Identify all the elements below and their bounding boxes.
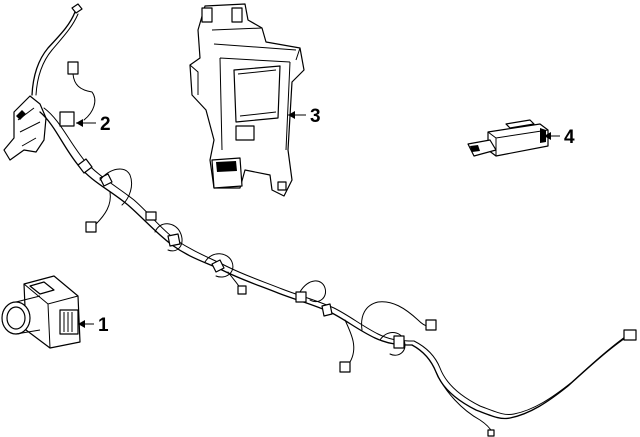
wiring-harness	[3, 3, 637, 437]
sensor	[1, 275, 81, 349]
callout-4: 4	[544, 127, 575, 148]
callout-label-4: 4	[564, 127, 575, 148]
callout-label-1: 1	[98, 315, 109, 336]
callout-label-2: 2	[100, 114, 111, 135]
bracket	[189, 3, 305, 197]
callout-3: 3	[288, 106, 321, 127]
callout-1: 1	[78, 315, 109, 336]
callout-label-3: 3	[310, 106, 321, 127]
module	[467, 119, 549, 157]
callout-2: 2	[76, 114, 111, 135]
